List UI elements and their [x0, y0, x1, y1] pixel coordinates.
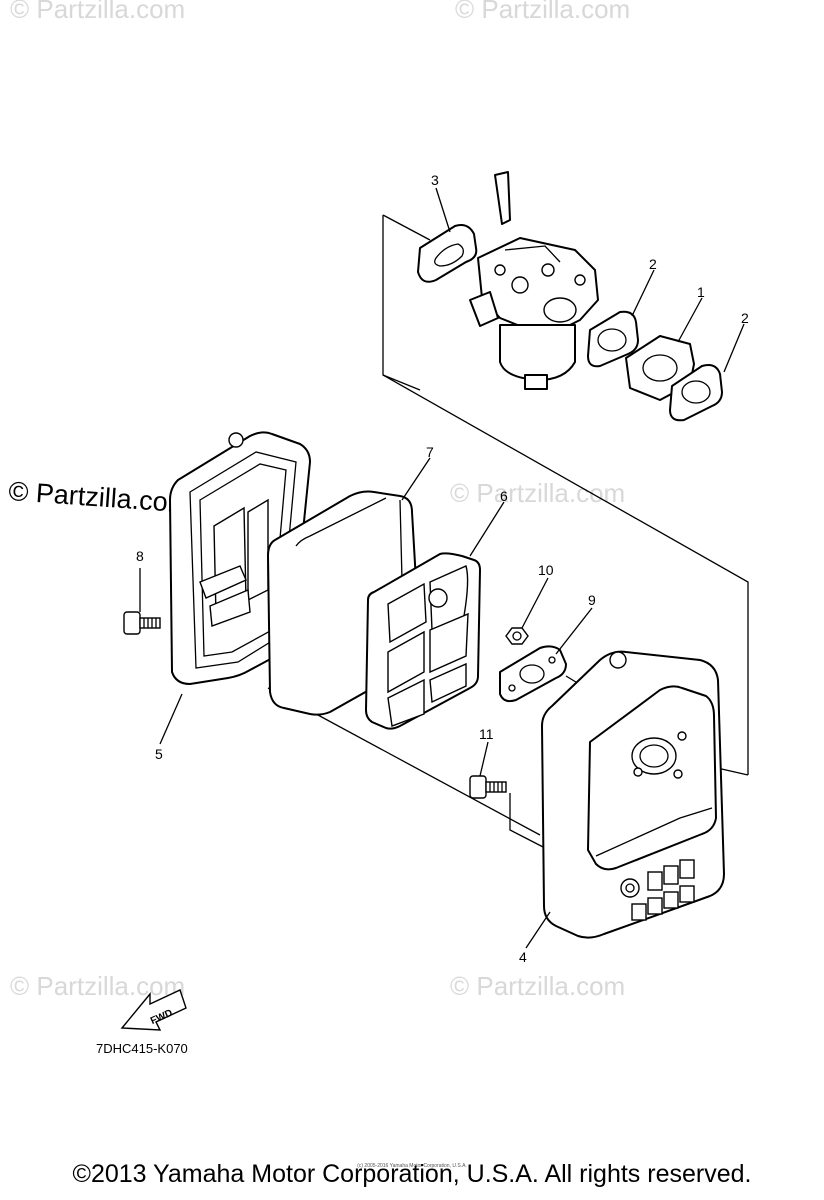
- gasket-part-9: [499, 645, 567, 703]
- diagram-code: 7DHC415-K070: [96, 1041, 188, 1056]
- callout-label: 8: [136, 548, 144, 564]
- callout-label: 3: [431, 172, 439, 188]
- callout-label: 11: [479, 726, 494, 742]
- small-copyright: (c) 2005-2016 Yamaha Motor Corporation, …: [357, 1163, 467, 1169]
- callout-label: 9: [588, 592, 596, 608]
- gasket-part-2-upper: [587, 310, 639, 368]
- gasket-part-3: [417, 224, 478, 283]
- callout-label: 10: [538, 562, 554, 578]
- nut-part-10: [505, 627, 529, 645]
- callout-label: 2: [649, 256, 657, 272]
- bolt-part-8: [123, 611, 161, 635]
- callout-label: 4: [519, 949, 527, 965]
- leader-lines: [139, 187, 745, 949]
- gasket-part-2-lower: [669, 364, 723, 422]
- watermark: © Partzilla.com: [10, 971, 185, 1001]
- callout-label: 7: [426, 444, 434, 460]
- bolt-part-11: [469, 775, 507, 799]
- callout-label: 6: [500, 488, 508, 504]
- callout-group: 1 2 2 3 4 5 6 7 8 9 10 11: [136, 172, 749, 965]
- watermark: © Partzilla.com: [10, 0, 185, 24]
- watermark: © Partzilla.com: [450, 478, 625, 508]
- watermark-main: © Partzilla.com: [8, 476, 192, 519]
- muffler-part-4: [541, 650, 725, 939]
- watermark: © Partzilla.com: [450, 971, 625, 1001]
- carburetor-part: [469, 171, 599, 390]
- copyright-notice: ©2013 Yamaha Motor Corporation, U.S.A. A…: [72, 1160, 752, 1188]
- callout-label: 1: [697, 284, 705, 300]
- callout-label: 2: [741, 310, 749, 326]
- watermark: © Partzilla.com: [455, 0, 630, 24]
- mesh-screen-part-6: [365, 552, 481, 730]
- callout-label: 5: [155, 746, 163, 762]
- watermark-group: © Partzilla.com © Partzilla.com © Partzi…: [8, 0, 631, 1001]
